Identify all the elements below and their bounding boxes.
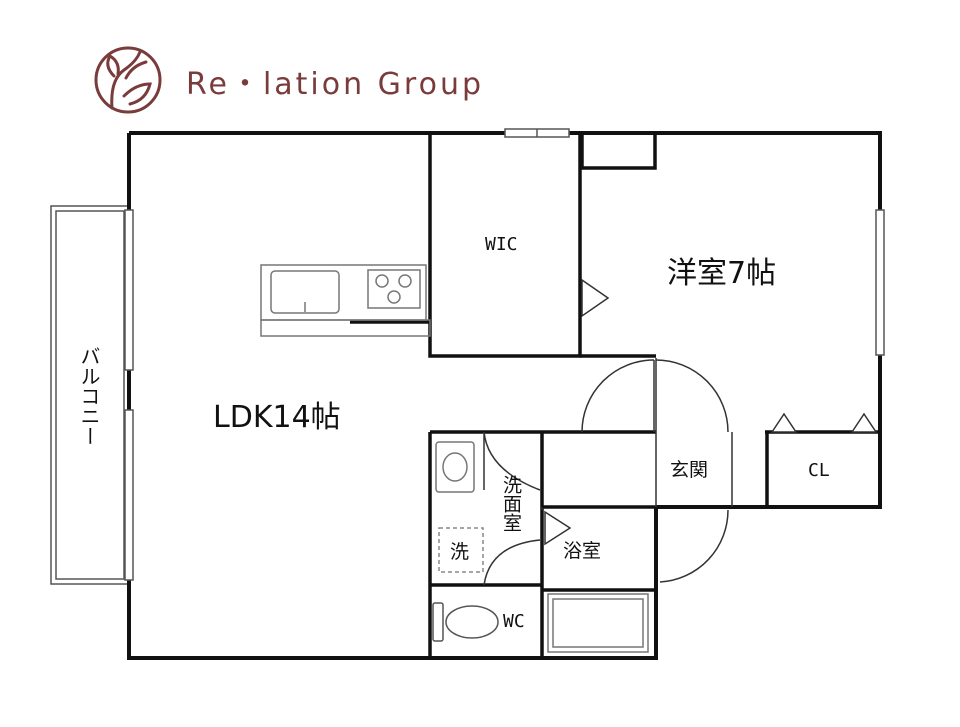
sink-icon: [270, 270, 340, 314]
washer-space: [438, 527, 484, 573]
toilet-label: WC: [503, 611, 525, 632]
balcony-label: バルコニー: [77, 346, 101, 446]
closet-label: CL: [808, 460, 830, 481]
western-room-label: 洋室7帖: [667, 256, 776, 291]
wic-label: WIC: [485, 234, 518, 255]
door-markers: [544, 278, 878, 546]
washer-label: 洗: [450, 541, 469, 563]
washroom-label: 洗面室: [500, 475, 522, 532]
wash-basin-icon: [435, 441, 475, 493]
bathroom-label: 浴室: [563, 540, 601, 562]
outer-walls: [127, 131, 882, 660]
toilet-icon: [432, 602, 499, 642]
right-window: [875, 209, 885, 356]
genkan-label: 玄関: [670, 459, 708, 481]
balcony-windows: [124, 209, 134, 581]
bathtub-icon: [547, 593, 649, 653]
ldk-label: LDK14帖: [213, 400, 341, 435]
stove-icon: [367, 269, 421, 309]
door-swings: [483, 359, 729, 586]
genkan-lines: [541, 358, 733, 510]
top-window: [504, 128, 570, 138]
brand-logo-icon: [94, 46, 162, 114]
brand-name: Re・lation Group: [186, 67, 484, 102]
kitchen-counter: [260, 264, 431, 337]
interior-walls: [350, 133, 880, 658]
